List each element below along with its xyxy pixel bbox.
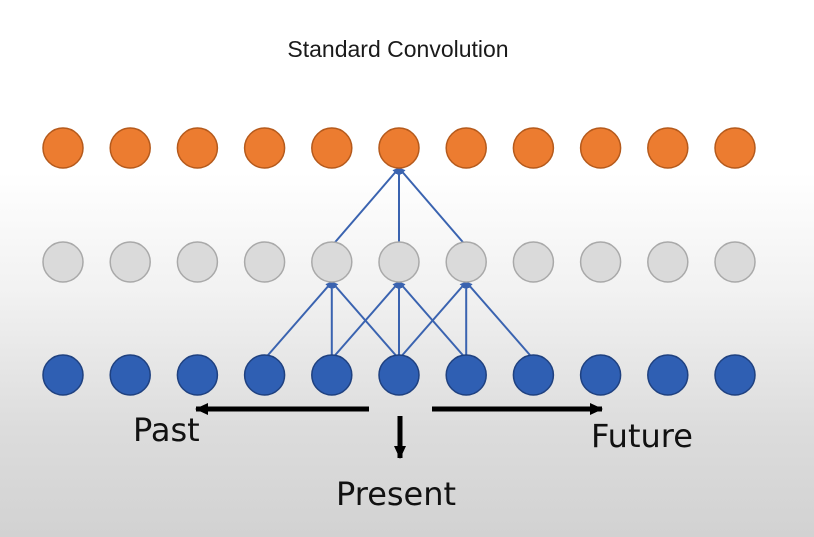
hidden-node — [512, 241, 555, 283]
output-node — [378, 127, 420, 169]
time-arrows — [195, 403, 603, 459]
input-node — [579, 354, 622, 396]
input-node — [176, 354, 219, 396]
input-node — [647, 354, 689, 396]
output-node — [311, 127, 353, 169]
past-label: Past — [133, 411, 200, 449]
hidden-node — [579, 241, 622, 283]
hidden-node — [647, 241, 689, 283]
connection-edge — [331, 281, 400, 360]
hidden-node — [378, 241, 420, 283]
output-node — [42, 127, 84, 169]
hidden-node — [176, 241, 219, 283]
hidden-node — [243, 241, 286, 283]
output-node — [512, 127, 555, 169]
output-node — [176, 127, 219, 169]
input-node — [243, 354, 286, 396]
connection-edge — [331, 167, 400, 247]
output-node — [647, 127, 689, 169]
hidden-node — [311, 241, 353, 283]
hidden-node — [109, 241, 151, 283]
output-node — [445, 127, 487, 169]
connection-edge — [398, 167, 467, 247]
nodes-group — [42, 127, 756, 396]
hidden-node — [445, 241, 487, 283]
input-node — [445, 354, 487, 396]
future-label: Future — [591, 417, 693, 455]
input-node — [42, 354, 84, 396]
output-node — [109, 127, 151, 169]
output-node — [579, 127, 622, 169]
present-label: Present — [336, 475, 457, 513]
input-node — [714, 354, 756, 396]
output-node — [714, 127, 756, 169]
hidden-node — [714, 241, 756, 283]
input-node — [512, 354, 555, 396]
input-node — [378, 354, 420, 396]
input-node — [311, 354, 353, 396]
input-node — [109, 354, 151, 396]
connection-edge — [263, 281, 333, 360]
connection-edge — [465, 281, 535, 360]
edges-group — [263, 167, 535, 360]
diagram-title: Standard Convolution — [287, 36, 509, 62]
hidden-node — [42, 241, 84, 283]
output-node — [243, 127, 286, 169]
connection-edge — [398, 281, 467, 360]
